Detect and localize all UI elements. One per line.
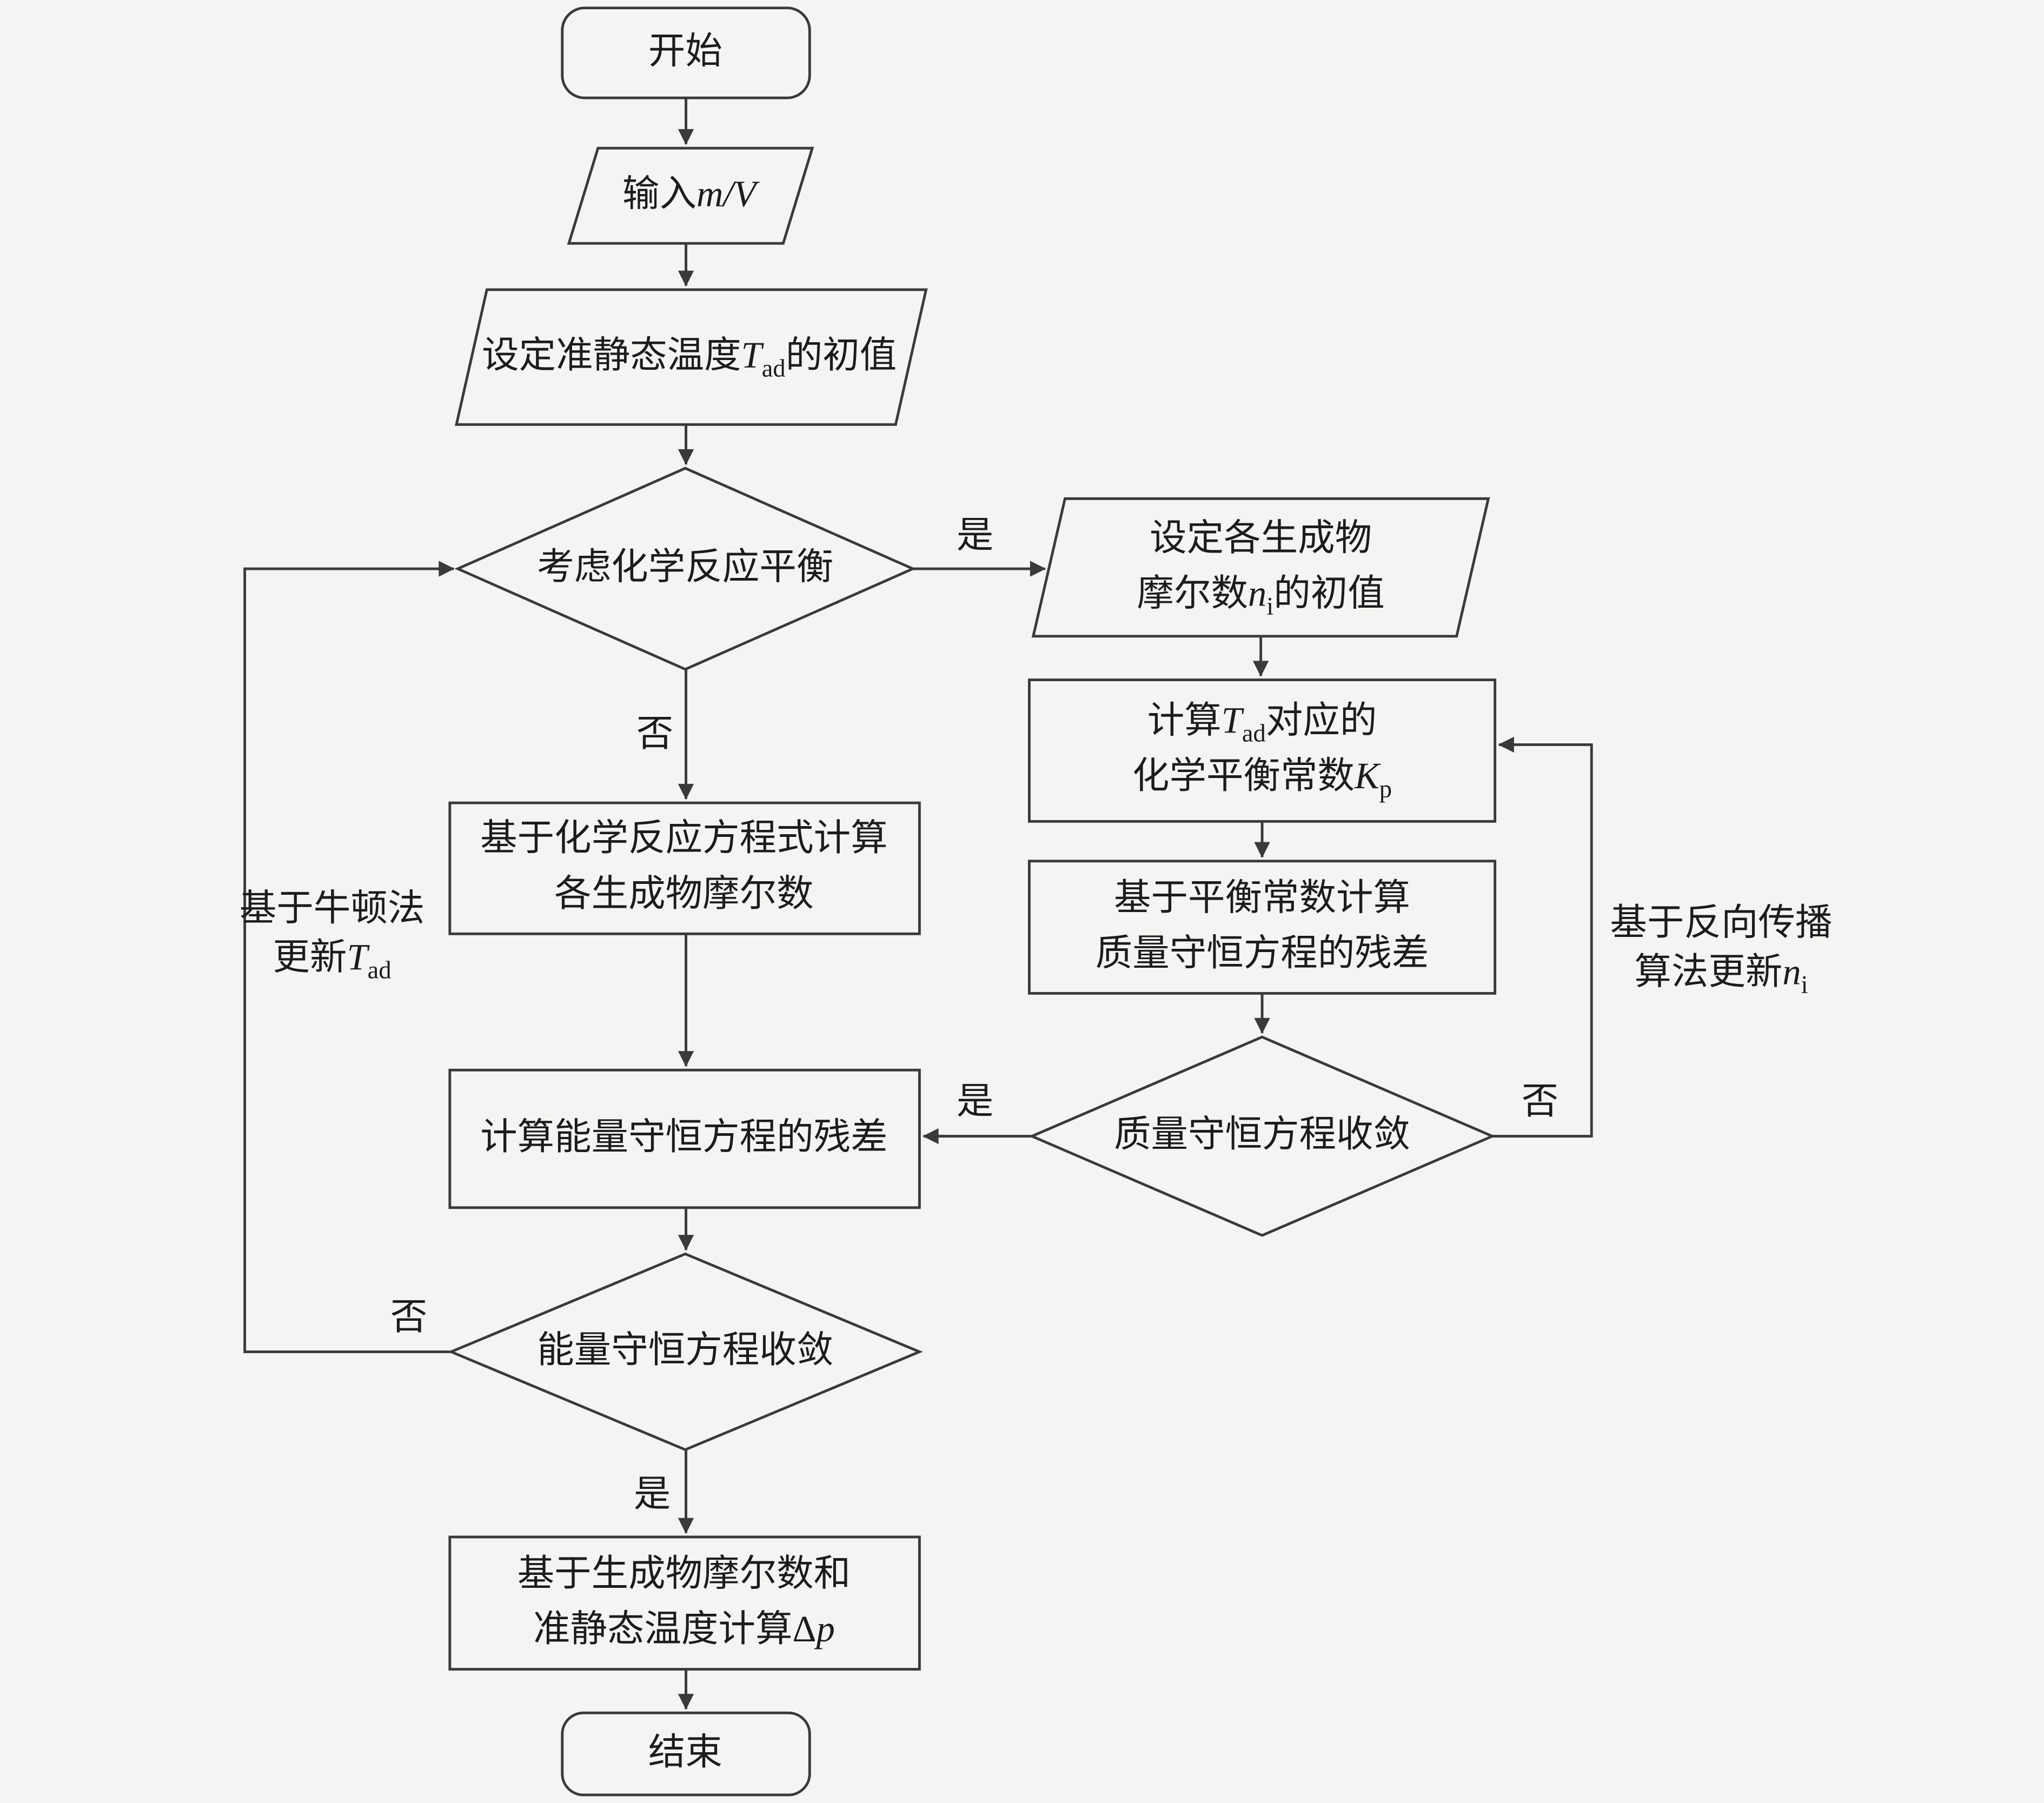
calc-dp-process-shape xyxy=(448,1535,921,1671)
calc-moles-label: 基于化学反应方程式计算 各生成物摩尔数 xyxy=(480,812,888,923)
mass-residual-label: 基于平衡常数计算 质量守恒方程的残差 xyxy=(1096,871,1429,983)
calc-kp-process-shape xyxy=(1028,678,1497,823)
newton-loop-line1: 基于牛顿法 xyxy=(239,889,425,930)
calc-moles-line2: 各生成物摩尔数 xyxy=(554,874,814,916)
shapes-layer xyxy=(447,6,1497,1797)
calc-dp-line1: 基于生成物摩尔数和 xyxy=(517,1554,851,1595)
calc-dp-line2: 准静态温度计算Δp xyxy=(533,1609,835,1651)
mass-residual-process-shape xyxy=(1028,860,1497,995)
energy-residual-label: 计算能量守恒方程的残差 xyxy=(480,1117,888,1159)
calc-kp-label: 计算Tad对应的 化学平衡常数Kp xyxy=(1132,694,1392,806)
branch-label-no-mass: 否 xyxy=(1521,1082,1559,1123)
calc-kp-line1: 计算Tad对应的 xyxy=(1147,701,1377,748)
branch-label-yes-energy: 是 xyxy=(633,1474,671,1516)
connectors-layer xyxy=(243,98,1593,1710)
backprop-loop-line1: 基于反向传播 xyxy=(1610,903,1833,944)
input-mv-io-shape xyxy=(567,147,814,245)
calc-kp-line2: 化学平衡常数Kp xyxy=(1132,756,1392,804)
newton-loop-line2: 更新Tad xyxy=(273,937,391,985)
newton-loop-label: 基于牛顿法 更新Tad xyxy=(240,885,425,983)
set-tad-io-shape xyxy=(455,288,928,426)
init-moles-io-shape xyxy=(1031,497,1490,638)
backprop-loop-line2: 算法更新ni xyxy=(1634,952,1808,1000)
branch-label-yes-equilibrium: 是 xyxy=(956,516,994,557)
energy-converged-label: 能量守恒方程收敛 xyxy=(537,1330,834,1372)
mass-residual-line2: 质量守恒方程的残差 xyxy=(1095,934,1429,975)
set-tad-label: 设定准静态温度Tad的初值 xyxy=(482,336,897,383)
mass-residual-line1: 基于平衡常数计算 xyxy=(1114,878,1411,920)
calc-moles-line1: 基于化学反应方程式计算 xyxy=(480,819,888,860)
calc-moles-process-shape xyxy=(448,801,921,935)
arrow-mass-no-backprop-loop xyxy=(1492,736,1593,1138)
end-label: 结束 xyxy=(648,1733,722,1774)
end-terminator-shape xyxy=(561,1711,811,1797)
branch-label-no-equilibrium: 否 xyxy=(636,714,674,756)
arrow-energy-no-newton-loop xyxy=(243,561,455,1353)
init-moles-label: 设定各生成物 摩尔数ni的初值 xyxy=(1137,512,1384,623)
input-mv-label: 输入m/V xyxy=(622,174,756,216)
init-moles-line2: 摩尔数ni的初值 xyxy=(1137,574,1385,621)
branch-label-no-energy: 否 xyxy=(390,1298,428,1339)
calc-dp-label: 基于生成物摩尔数和 准静态温度计算Δp xyxy=(517,1548,851,1659)
branch-label-yes-mass: 是 xyxy=(956,1082,994,1123)
mass-converged-decision-shape xyxy=(1028,1035,1496,1237)
init-moles-line1: 设定各生成物 xyxy=(1150,518,1372,560)
backprop-loop-label: 基于反向传播 算法更新ni xyxy=(1610,900,1833,1000)
check-equilibrium-label: 考虑化学反应平衡 xyxy=(537,547,834,589)
start-label: 开始 xyxy=(648,31,722,73)
mass-converged-label: 质量守恒方程收敛 xyxy=(1114,1115,1411,1156)
